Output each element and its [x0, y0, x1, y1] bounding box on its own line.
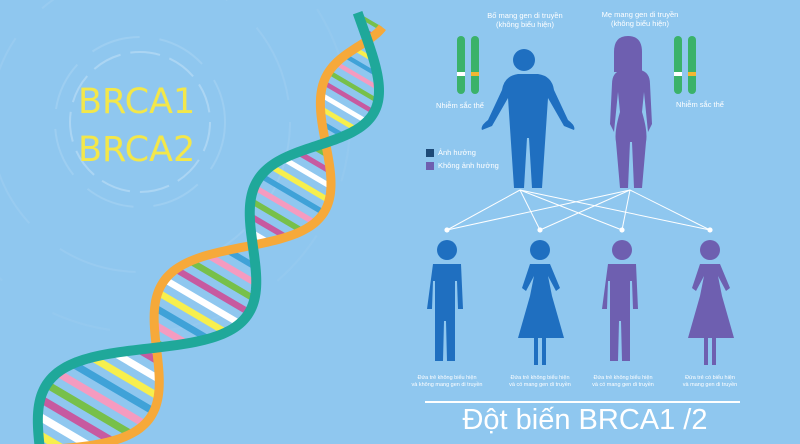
decorative-circles [0, 0, 351, 333]
dna-rung [252, 184, 317, 226]
arrow [519, 189, 623, 231]
chromosome [471, 36, 479, 94]
arrow [629, 189, 711, 231]
child-silhouette [602, 240, 638, 361]
child-head [437, 240, 457, 260]
dna-rung [248, 213, 288, 240]
dna-rung [163, 276, 242, 327]
arrow [539, 189, 631, 231]
inheritance-arrows [444, 189, 713, 233]
dna-rung [269, 163, 331, 203]
chromosome [457, 36, 465, 94]
arrow [446, 189, 521, 231]
dna-strand-teal [32, 11, 385, 444]
father-silhouette [481, 49, 575, 188]
dna-rung [70, 360, 156, 415]
chromosome [674, 36, 682, 94]
arrow [621, 189, 631, 231]
gene-marker [471, 72, 479, 76]
dna-rung [112, 349, 162, 383]
dna-rung [90, 354, 161, 400]
gene-label-brca1: BRCA1 [78, 82, 196, 122]
dna-rung [206, 252, 258, 287]
dna-helix [32, 11, 386, 444]
arrowhead [707, 227, 713, 233]
girl-body [688, 264, 734, 365]
legend-swatch [426, 148, 434, 157]
child-head [612, 240, 632, 260]
dna-rung [249, 197, 304, 234]
chromosome-label-right: Nhiễm sắc thể [676, 100, 724, 109]
child-head [530, 240, 550, 260]
gene-label-brca2: BRCA2 [78, 130, 196, 170]
mother-silhouette [610, 36, 652, 188]
legend-label: Ảnh hưởng [438, 148, 476, 157]
dna-rung [319, 92, 369, 124]
gene-marker [674, 72, 682, 76]
dna-rung [188, 258, 257, 302]
arrow [519, 189, 541, 231]
arrow [519, 189, 711, 231]
chromosome [688, 36, 696, 94]
children-silhouettes [427, 240, 734, 365]
child-label-4: Đứa trẻ có biểu hiện và mang gen di truy… [682, 375, 738, 388]
dna-rung [322, 80, 376, 115]
child-label-3: Đứa trẻ không biểu hiện và có mang gen d… [592, 375, 654, 388]
dna-rung [319, 106, 358, 132]
gene-marker [688, 72, 696, 76]
mother-label: Mẹ mang gen di truyền (không biểu hiện) [601, 10, 679, 28]
dna-strand-orange [62, 24, 386, 444]
chromosome-label-left: Nhiễm sắc thể [436, 101, 484, 110]
boy-body [427, 264, 463, 361]
father-label: Bố mang gen di truyền (không biểu hiện) [487, 11, 563, 29]
dna-rung [156, 289, 228, 336]
legend-label: Không ảnh hưởng [438, 161, 499, 170]
child-label-2: Đứa trẻ không biểu hiện và có mang gen d… [509, 375, 571, 388]
dna-rung [44, 381, 133, 438]
legend-swatch [426, 161, 434, 170]
dna-rung [281, 156, 333, 190]
legend-affected: Ảnh hưởng [426, 148, 476, 157]
boy-body [602, 264, 638, 361]
dna-rung [152, 304, 210, 342]
child-silhouette [518, 240, 564, 365]
dna-rung [38, 395, 114, 444]
arrowhead [444, 227, 450, 233]
arrowhead [537, 227, 543, 233]
legend-unaffected: Không ảnh hưởng [426, 161, 499, 170]
child-silhouette [427, 240, 463, 361]
dna-rung [334, 61, 381, 91]
child-label-1: Đứa trẻ không biểu hiện và không mang ge… [411, 375, 483, 388]
dna-rung [55, 369, 147, 428]
dna-rung [174, 266, 251, 316]
page-title: Đột biến BRCA1 /2 [462, 404, 708, 436]
dna-rung [327, 70, 380, 104]
girl-body [518, 264, 564, 365]
arrowhead [619, 227, 625, 233]
child-silhouette [688, 240, 734, 365]
dna-rung [259, 173, 326, 216]
dna-rung [35, 412, 91, 444]
chromosomes [457, 36, 696, 94]
arrow [446, 189, 631, 231]
gene-marker [457, 72, 465, 76]
child-head [700, 240, 720, 260]
